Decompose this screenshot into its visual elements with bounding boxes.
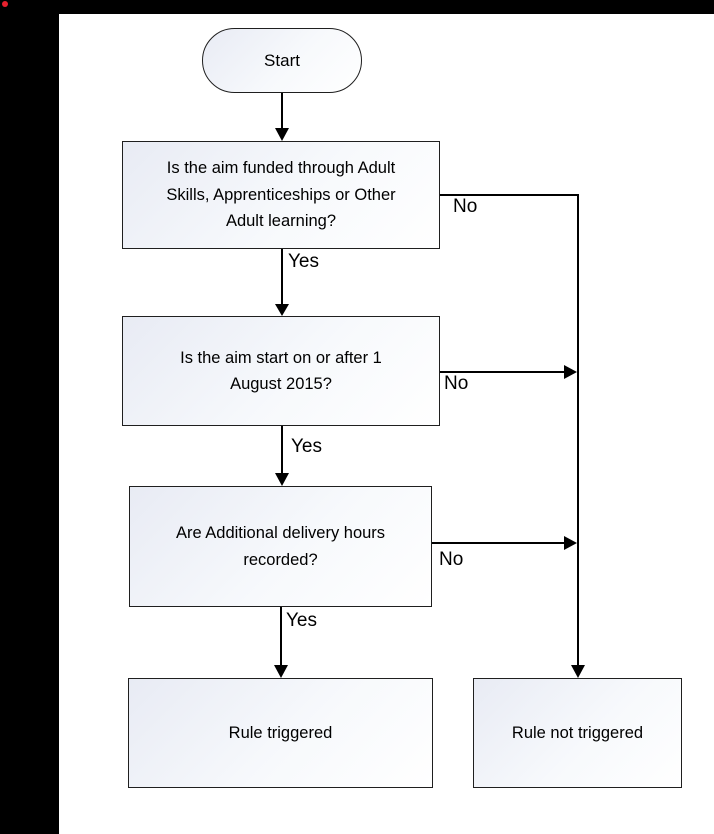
arrowhead-right-icon <box>564 365 577 379</box>
arrowhead-down-icon <box>571 665 585 678</box>
connector-q2-yes-to-q3 <box>275 426 289 486</box>
flowchart-node-rule-triggered: Rule triggered <box>128 678 433 788</box>
record-dot-icon <box>2 1 8 7</box>
connector-start-to-q1 <box>275 93 289 141</box>
flowchart-node-start: Start <box>202 28 362 93</box>
connector-q1-no-to-rule-not-triggered <box>440 194 585 678</box>
edge-label-yes-3: Yes <box>286 610 317 631</box>
edge-label-yes-1: Yes <box>288 251 319 272</box>
edge-label-no-1: No <box>453 196 478 217</box>
arrowhead-down-icon <box>274 665 288 678</box>
connector-q2-no-to-merge-line <box>440 365 577 379</box>
edge-label-no-3: No <box>439 549 464 570</box>
arrowhead-down-icon <box>275 128 289 141</box>
flowchart-node-question-start-date: Is the aim start on or after 1 August 20… <box>122 316 440 426</box>
arrowhead-down-icon <box>275 304 289 316</box>
flowchart-node-question-delivery-hours: Are Additional delivery hours recorded? <box>129 486 432 607</box>
edge-label-no-2: No <box>444 373 469 394</box>
edge-label-yes-2: Yes <box>291 436 322 457</box>
flowchart-node-question-funding: Is the aim funded through Adult Skills, … <box>122 141 440 249</box>
flowchart-node-rule-not-triggered: Rule not triggered <box>473 678 682 788</box>
connector-q3-yes-to-rule-triggered <box>274 607 288 678</box>
arrowhead-right-icon <box>564 536 577 550</box>
connector-q3-no-to-merge-line <box>432 536 577 550</box>
arrowhead-down-icon <box>275 473 289 486</box>
connector-q1-yes-to-q2 <box>275 249 289 316</box>
